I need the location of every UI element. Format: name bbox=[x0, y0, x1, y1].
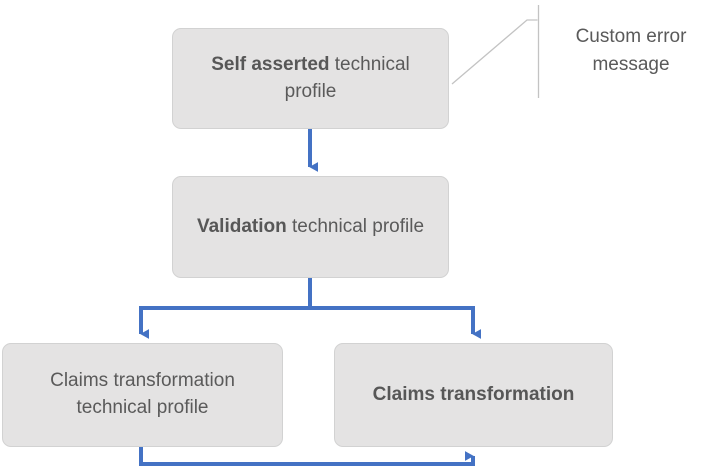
annotation-custom-error-message: Custom error message bbox=[575, 26, 687, 75]
node-label-bold: Self asserted bbox=[211, 53, 330, 75]
edge-validation-branch bbox=[139, 278, 482, 339]
node-validation-technical-profile[interactable]: Validation technical profile bbox=[172, 176, 449, 278]
callout-leader-line bbox=[451, 5, 540, 98]
node-label: Claims transformation bbox=[372, 383, 575, 405]
node-label-bold: Validation bbox=[196, 215, 287, 237]
node-label: Self asserted technical profile bbox=[187, 52, 434, 106]
node-label: Claims transformation technical profile bbox=[50, 370, 235, 418]
edge-claims-tp-to-claims-transformation bbox=[139, 447, 475, 466]
node-label: Validation technical profile bbox=[187, 214, 434, 241]
node-label-rest: technical profile bbox=[286, 215, 425, 237]
node-claims-transformation[interactable]: Claims transformation bbox=[334, 343, 613, 447]
node-label-rest: technical profile bbox=[284, 53, 410, 102]
node-claims-transformation-technical-profile[interactable]: Claims transformation technical profile bbox=[2, 343, 283, 447]
node-self-asserted-technical-profile[interactable]: Self asserted technical profile bbox=[172, 28, 449, 129]
